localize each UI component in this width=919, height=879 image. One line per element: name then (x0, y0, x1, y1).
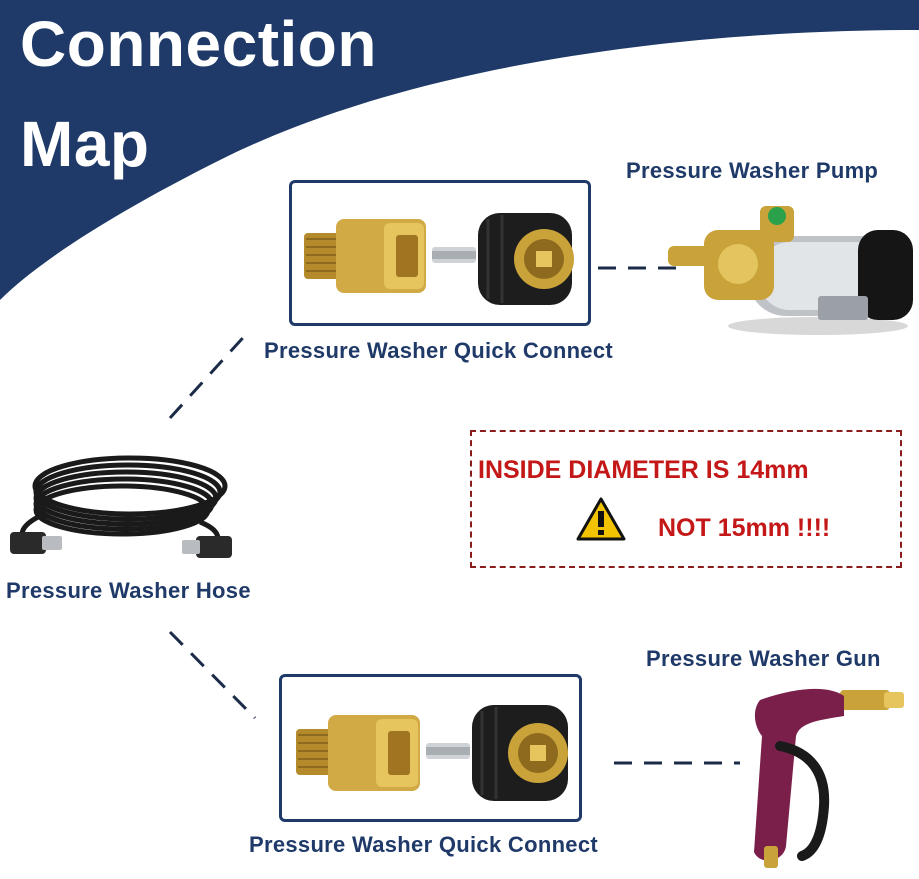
quick-connect-top-label: Pressure Washer Quick Connect (264, 338, 614, 363)
hose-icon (10, 455, 232, 558)
title-line-1: Connection (20, 8, 377, 80)
warning-line-1: INSIDE DIAMETER IS 14mm (478, 456, 809, 484)
pump-icon (668, 206, 913, 335)
warning-box: INSIDE DIAMETER IS 14mm NOT 15mm !!!! (470, 430, 902, 568)
warning-line-2: NOT 15mm !!!! (658, 514, 831, 542)
quick-connect-bottom-frame (279, 674, 582, 822)
quick-connect-icon (296, 705, 568, 801)
quick-connect-bottom-label: Pressure Washer Quick Connect (249, 832, 599, 857)
title-banner (0, 0, 919, 300)
pump-label: Pressure Washer Pump (626, 158, 879, 183)
quick-connect-icon (304, 213, 574, 305)
title-line-2: Map (20, 108, 150, 180)
hose-label: Pressure Washer Hose (6, 578, 251, 603)
spray-gun-icon (754, 688, 904, 868)
warning-triangle-icon (576, 497, 626, 541)
quick-connect-top-frame (289, 180, 591, 326)
gun-label: Pressure Washer Gun (646, 646, 881, 671)
